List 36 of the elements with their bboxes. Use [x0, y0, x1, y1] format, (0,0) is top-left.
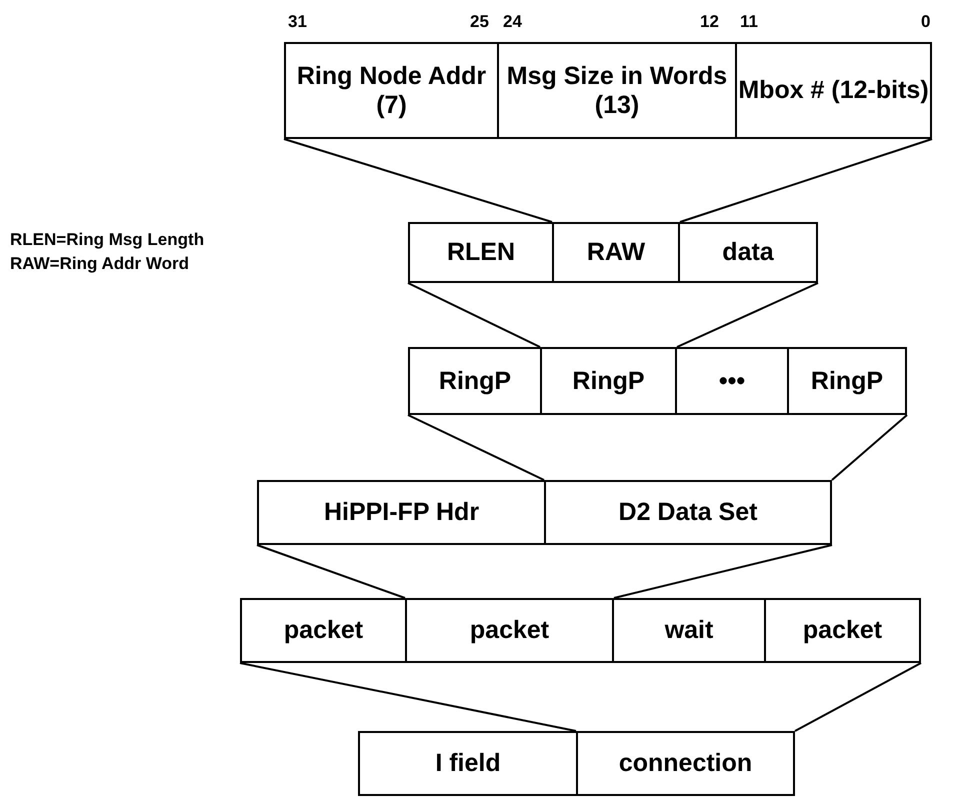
expansion-line — [680, 138, 932, 223]
bit-number: 12 — [700, 12, 719, 32]
expansion-line — [676, 282, 818, 348]
field-cell: RLEN — [408, 222, 554, 283]
field-cell: RingP — [540, 347, 677, 415]
field-cell: I field — [358, 731, 578, 796]
bit-number: 11 — [740, 12, 758, 32]
field-cell: RingP — [787, 347, 907, 415]
field-cell: HiPPI-FP Hdr — [257, 480, 546, 545]
bit-number: 0 — [921, 12, 930, 32]
expansion-line — [256, 544, 406, 599]
expansion-line — [794, 662, 922, 732]
abbreviation-note: RLEN=Ring Msg Length — [10, 230, 204, 250]
field-cell: wait — [612, 598, 766, 663]
expansion-line — [240, 662, 576, 732]
field-cell: RingP — [408, 347, 542, 415]
expansion-line — [408, 282, 540, 348]
field-cell: D2 Data Set — [544, 480, 832, 545]
expansion-line — [831, 414, 908, 481]
field-cell: packet — [764, 598, 921, 663]
field-cell: Ring Node Addr (7) — [284, 42, 499, 139]
field-cell: Msg Size in Words (13) — [497, 42, 737, 139]
field-cell: packet — [405, 598, 614, 663]
expansion-line — [614, 544, 832, 599]
field-cell: ••• — [675, 347, 789, 415]
field-cell: RAW — [552, 222, 680, 283]
field-cell: data — [678, 222, 818, 283]
bit-number: 24 — [503, 12, 522, 32]
expansion-line — [284, 138, 552, 223]
field-cell: connection — [576, 731, 795, 796]
expansion-line — [408, 414, 544, 481]
field-cell: packet — [240, 598, 407, 663]
field-cell: Mbox # (12-bits) — [735, 42, 932, 139]
abbreviation-note: RAW=Ring Addr Word — [10, 254, 189, 274]
bit-number: 25 — [470, 12, 489, 32]
bit-number: 31 — [288, 12, 307, 32]
